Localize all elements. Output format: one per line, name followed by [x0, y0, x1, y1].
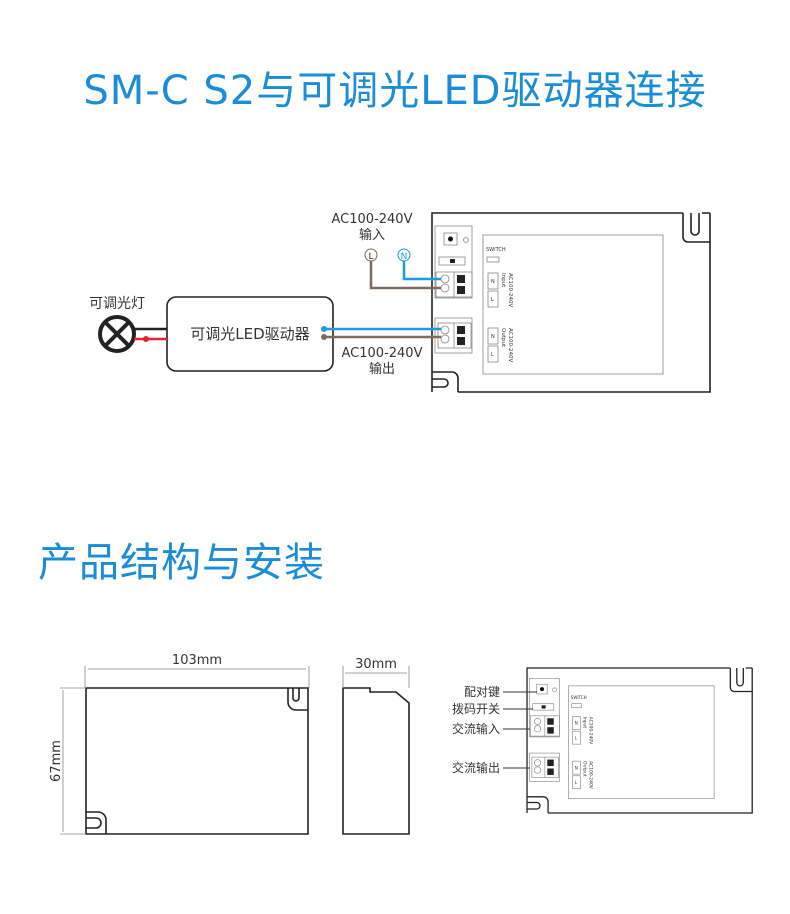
svg-text:L: L: [368, 252, 373, 262]
svg-text:N: N: [491, 279, 495, 285]
output-title: Output: [500, 328, 506, 348]
input-panel: [434, 225, 473, 299]
output-terminal: [437, 322, 472, 349]
callout-pair-key: 配对键: [464, 685, 500, 699]
length-dimension: [84, 666, 310, 688]
svg-text:L: L: [491, 352, 494, 358]
input-voltage: AC100-240V: [332, 212, 413, 227]
callout-ac-output: 交流输出: [452, 760, 500, 775]
neutral-wire: [402, 261, 441, 281]
output-voltage-label: AC100-240V: [507, 328, 513, 362]
side-view: [342, 687, 410, 835]
svg-text:L: L: [491, 297, 494, 303]
depth-label: 30mm: [355, 657, 397, 672]
front-view: [85, 687, 309, 835]
label-area: [482, 234, 664, 375]
lamp-label: 可调光灯: [89, 296, 145, 312]
connection-title: SM-C S2与可调光LED驱动器连接: [83, 68, 707, 114]
live-wire: [369, 261, 441, 290]
length-label: 103mm: [172, 653, 222, 668]
input-title: Input: [500, 273, 506, 288]
driver-label: 可调光LED驱动器: [190, 325, 309, 343]
height-dimension: [60, 687, 86, 835]
height-label: 67mm: [49, 740, 64, 782]
device-top: SWITCH N L Input AC100-240V N L Output A…: [431, 212, 711, 393]
dip-switch: [438, 256, 466, 266]
device-bottom: [526, 667, 753, 814]
callout-dip-switch: 拨码开关: [452, 702, 500, 716]
callouts: 配对键 拨码开关 交流输入 交流输出: [452, 685, 537, 775]
callout-ac-input: 交流输入: [452, 721, 500, 736]
svg-text:N: N: [491, 334, 495, 340]
output-voltage: AC100-240V: [342, 346, 423, 361]
output-label: 输出: [369, 361, 395, 377]
input-voltage-label: AC100-240V: [507, 273, 513, 307]
depth-dimension: [342, 666, 410, 688]
structure-title: 产品结构与安装: [38, 540, 325, 586]
svg-text:N: N: [401, 252, 408, 262]
input-label: 输入: [359, 227, 385, 243]
switch-label: SWITCH: [486, 247, 506, 253]
lamp-icon: [98, 315, 136, 353]
driver-box: [166, 296, 334, 372]
pair-button-icon: [448, 236, 453, 242]
